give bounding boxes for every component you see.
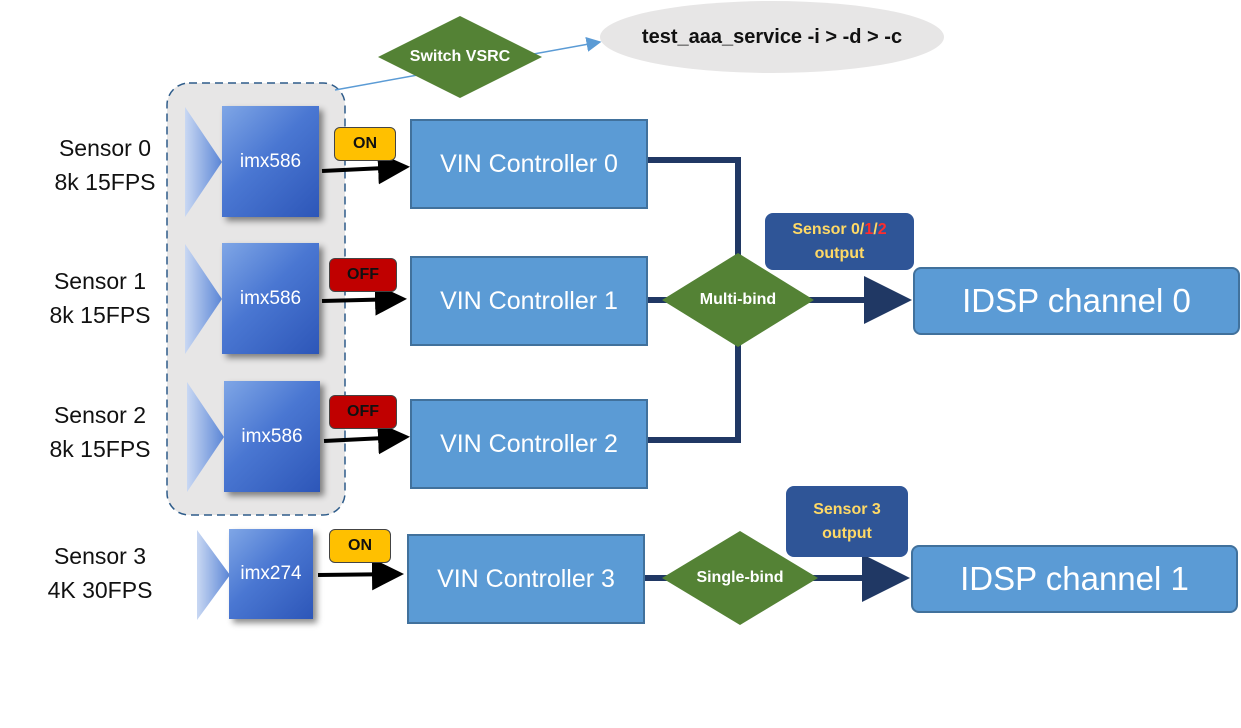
switch-vsrc-diamond — [378, 16, 542, 98]
singlebind-diamond — [662, 531, 818, 625]
lens-icon — [187, 382, 224, 492]
vin-controller-2: VIN Controller 2 — [410, 399, 648, 489]
sensor3-chip: imx274 — [229, 529, 313, 619]
sensor1-state-badge[interactable]: OFF — [329, 258, 397, 292]
vin-controller-1: VIN Controller 1 — [410, 256, 648, 346]
switch-command-text: test_aaa_service -i > -d > -c — [641, 25, 903, 48]
sensor0-chip: imx586 — [222, 106, 319, 217]
multibind-label: Multi-bind — [699, 291, 777, 308]
sensor2-chip: imx586 — [224, 381, 320, 492]
lens-icon — [197, 530, 230, 620]
idsp-channel-0: IDSP channel 0 — [913, 267, 1240, 335]
sensor0-state-badge[interactable]: ON — [334, 127, 396, 161]
sensor2-arrow — [323, 422, 410, 455]
switch-vsrc-label: Switch VSRC — [409, 48, 511, 65]
sensor3-state-badge[interactable]: ON — [329, 529, 391, 563]
sensor1-chip: imx586 — [222, 243, 319, 354]
vin-controller-0: VIN Controller 0 — [410, 119, 648, 209]
sensor1-arrow — [321, 283, 407, 316]
sensor2-state-badge[interactable]: OFF — [329, 395, 397, 429]
group-output-box: Sensor 0/1/2 output — [765, 213, 914, 270]
multibind-diamond — [662, 253, 814, 347]
idsp-channel-1: IDSP channel 1 — [911, 545, 1238, 613]
vin-controller-3: VIN Controller 3 — [407, 534, 645, 624]
lens-icon — [185, 244, 222, 354]
sensor0-arrow — [321, 152, 410, 185]
sensor3-arrow — [317, 558, 404, 591]
command-ellipse — [600, 1, 944, 73]
sensor3-output-box: Sensor 3 output — [786, 486, 908, 557]
singlebind-label: Single-bind — [696, 569, 784, 586]
lens-icon — [185, 107, 222, 217]
